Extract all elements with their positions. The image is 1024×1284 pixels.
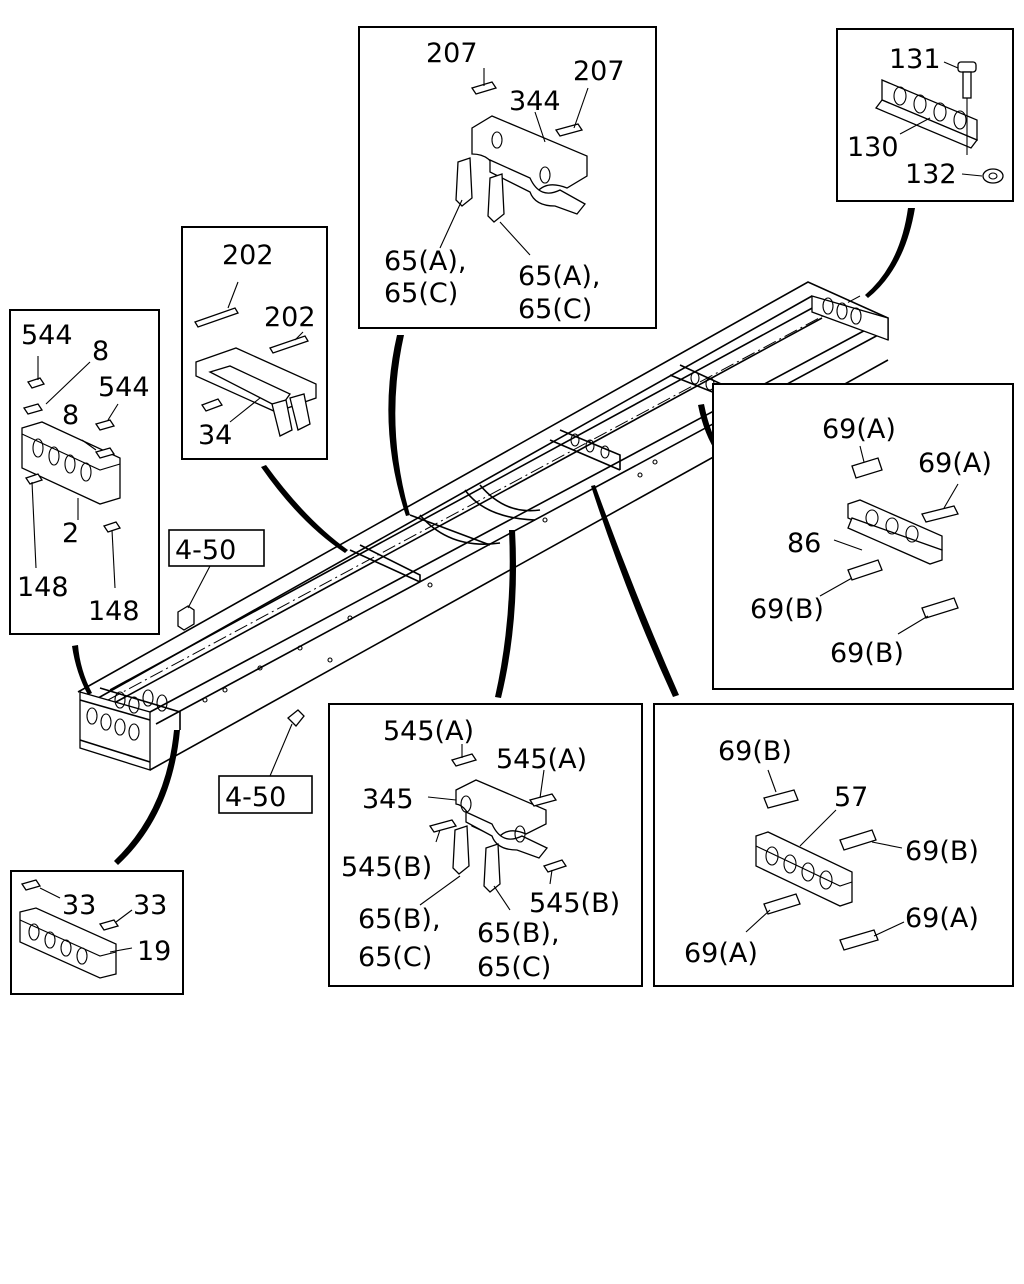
callout-148: 148: [17, 572, 69, 603]
reference-label: 4-50: [175, 535, 236, 566]
box-crossmember-344: 207 207 344 65(A), 65(C) 65(A), 65(C): [358, 26, 657, 329]
callout-65c: 65(C): [384, 278, 458, 309]
callout-8: 8: [92, 336, 109, 367]
callout-207: 207: [426, 38, 478, 69]
callout-33: 33: [62, 890, 96, 921]
callout-34: 34: [198, 420, 232, 451]
callout-69b: 69(B): [718, 736, 792, 767]
callout-545b: 545(B): [341, 852, 432, 883]
callout-19: 19: [137, 936, 171, 967]
callout-69b: 69(B): [750, 594, 824, 625]
reference-4-50-lower[interactable]: 4-50: [218, 723, 313, 814]
callout-69a: 69(A): [684, 938, 758, 969]
callout-65c: 65(C): [477, 952, 551, 983]
callout-8: 8: [62, 400, 79, 431]
callout-65b: 65(B),: [477, 918, 560, 949]
box-crossmember-86: 69(A) 69(A) 86 69(B) 69(B): [712, 383, 1014, 690]
callout-65b: 65(B),: [358, 904, 441, 935]
box-crossmember-57: 69(B) 57 69(B) 69(A) 69(A): [653, 703, 1014, 987]
callout-69a: 69(A): [905, 903, 979, 934]
callout-69a: 69(A): [822, 414, 896, 445]
callout-65c: 65(C): [358, 942, 432, 973]
callout-545a: 545(A): [383, 716, 474, 747]
callout-33: 33: [133, 890, 167, 921]
callout-131: 131: [889, 44, 941, 75]
callout-65a: 65(A),: [384, 246, 466, 277]
reference-label: 4-50: [225, 782, 286, 813]
box-crossmember-130: 131 130 132: [836, 28, 1014, 202]
callout-2: 2: [62, 518, 79, 549]
callout-130: 130: [847, 132, 899, 163]
callout-207: 207: [573, 56, 625, 87]
callout-57: 57: [834, 782, 868, 813]
reference-4-50-upper[interactable]: 4-50: [168, 529, 265, 609]
callout-132: 132: [905, 159, 957, 190]
callout-65c: 65(C): [518, 294, 592, 325]
chassis-frame: [77, 281, 889, 771]
callout-65a: 65(A),: [518, 261, 600, 292]
callout-544: 544: [21, 320, 73, 351]
callout-344: 344: [509, 86, 561, 117]
box-crossmember-19: 33 33 19: [10, 870, 184, 995]
box-crossmember-345: 545(A) 545(A) 345 545(B) 545(B) 65(B), 6…: [328, 703, 643, 987]
callout-545b: 545(B): [529, 888, 620, 919]
callout-69b: 69(B): [830, 638, 904, 669]
callout-545a: 545(A): [496, 744, 587, 775]
callout-544: 544: [98, 372, 150, 403]
box-crossmember-34: 202 202 34: [181, 226, 328, 460]
box-crossmember-2: 544 8 544 8 2 148 148: [9, 309, 160, 635]
callout-202: 202: [264, 302, 316, 333]
callout-69a: 69(A): [918, 448, 992, 479]
callout-69b: 69(B): [905, 836, 979, 867]
callout-148: 148: [88, 596, 140, 627]
callout-202: 202: [222, 240, 274, 271]
callout-345: 345: [362, 784, 414, 815]
callout-86: 86: [787, 528, 821, 559]
